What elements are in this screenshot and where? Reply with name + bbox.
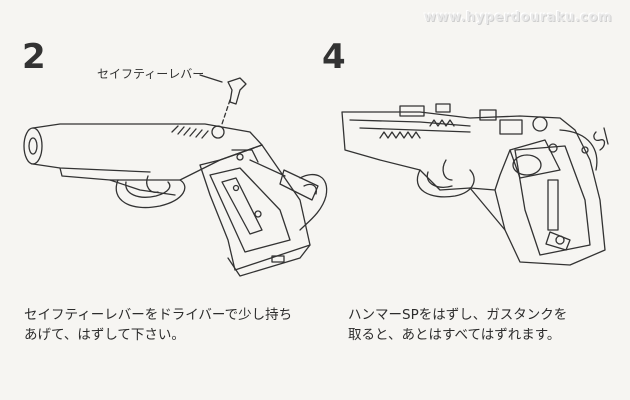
caption-line: ハンマーSPをはずし、ガスタンクを xyxy=(348,307,568,323)
caption-line: セイフティーレバーをドライバーで少し持ち xyxy=(24,307,293,323)
caption-line: あげて、はずして下さい。 xyxy=(24,327,185,343)
step-number-right: 4 xyxy=(322,37,346,77)
pistol-left-drawing xyxy=(23,74,328,277)
step-number-left: 2 xyxy=(22,37,46,77)
watermark: www.hyperdouraku.com xyxy=(423,10,612,25)
step-right-caption: ハンマーSPをはずし、ガスタンクを 取ると、あとはすべてはずれます。 xyxy=(348,305,567,345)
caption-line: 取ると、あとはすべてはずれます。 xyxy=(348,327,561,343)
step-left-caption: セイフティーレバーをドライバーで少し持ち あげて、はずして下さい。 xyxy=(24,305,292,345)
pistol-right-drawing xyxy=(341,103,609,266)
safety-lever-callout-label: セイフティーレバー xyxy=(97,67,205,81)
